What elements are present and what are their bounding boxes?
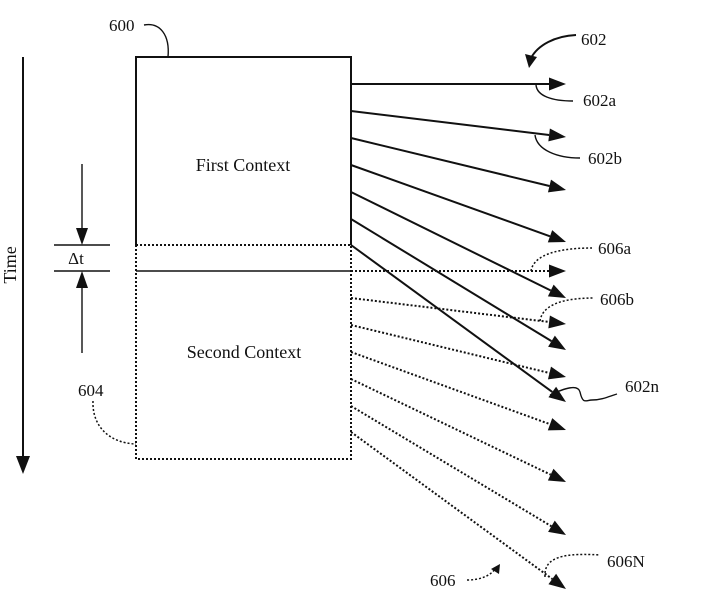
ref-606b-label: 606b [600, 290, 634, 309]
second-context-arrowhead-icon-4 [547, 418, 566, 431]
first-context-arrow-line-6 [350, 218, 553, 343]
ref-602-arrowhead-icon [525, 54, 537, 68]
first-context-arrowhead-icon-2 [548, 128, 566, 142]
time-axis: Time [0, 57, 30, 474]
first-context-arrowhead-icon-3 [547, 179, 566, 193]
ref-606b-leader [539, 297, 595, 322]
ref-602-label: 602 [581, 30, 607, 49]
ref-606b-callout: 606b [539, 290, 634, 322]
ref-602n-label: 602n [625, 377, 660, 396]
delta-t-up-arrowhead-icon [76, 271, 88, 288]
ref-604-leader [92, 400, 137, 445]
ref-606-leader [466, 568, 496, 581]
second-context-arrowhead-icon-1 [549, 264, 566, 278]
ref-606a-callout: 606a [530, 239, 632, 272]
first-context-arrow-line-4 [350, 164, 551, 238]
first-context-arrow-line-3 [350, 137, 550, 187]
first-context-arrow-line-7 [350, 244, 553, 393]
delta-t-marker: Δt [54, 164, 110, 353]
second-context-arrow-line-4 [350, 351, 551, 426]
ref-602a-leader [535, 84, 574, 102]
ref-606a-leader [530, 247, 593, 272]
ref-602b-label: 602b [588, 149, 622, 168]
ref-602a-callout: 602a [535, 84, 617, 110]
time-axis-label: Time [0, 246, 20, 283]
first-context-arrowhead-icon-6 [548, 335, 566, 350]
second-context-arrowhead-icon-5 [547, 468, 566, 482]
first-context-arrowhead-icon-5 [547, 284, 566, 298]
second-context-arrow-line-7 [350, 431, 553, 580]
second-context-box: Second Context 604 [78, 245, 352, 460]
second-context-arrowhead-icon-3 [547, 366, 566, 380]
second-context-arrowhead-icon-6 [548, 520, 566, 535]
ref-606-arrowhead-icon [491, 564, 500, 574]
ref-602-leader [530, 34, 577, 59]
ref-602b-callout: 602b [534, 134, 622, 168]
second-context-label: Second Context [187, 342, 302, 362]
first-context-arrow-line-5 [350, 191, 552, 292]
delta-t-label: Δt [68, 249, 84, 268]
second-context-arrow-line-3 [350, 324, 550, 374]
first-context-border [135, 56, 352, 245]
ref-606a-label: 606a [598, 239, 632, 258]
ref-606N-leader [544, 553, 601, 578]
second-context-arrow-line-2 [350, 297, 550, 323]
second-context-arrow-line-5 [350, 378, 552, 476]
ref-602-callout: 602 [525, 30, 607, 68]
second-context-arrows [350, 264, 566, 589]
delta-t-down-arrowhead-icon [76, 228, 88, 245]
first-context-label: First Context [196, 155, 291, 175]
ref-606-callout: 606 [430, 564, 500, 590]
ref-606N-callout: 606N [544, 552, 645, 578]
time-axis-arrowhead-icon [16, 456, 30, 474]
ref-600-leader [143, 23, 169, 58]
first-context-arrowhead-icon-1 [549, 77, 566, 91]
first-context-arrowhead-icon-7 [548, 386, 566, 402]
second-context-arrowhead-icon-7 [548, 573, 566, 589]
first-context-arrow-line-2 [350, 110, 550, 136]
second-context-arrowhead-icon-2 [548, 315, 566, 329]
second-context-arrow-line-6 [350, 405, 552, 528]
ref-606-label: 606 [430, 571, 456, 590]
first-context-arrows [350, 77, 566, 402]
ref-602a-label: 602a [583, 91, 617, 110]
ref-600-label: 600 [109, 16, 135, 35]
ref-602n-callout: 602n [549, 377, 660, 402]
ref-602b-leader [534, 134, 581, 159]
ref-604-label: 604 [78, 381, 104, 400]
ref-602n-leader [549, 386, 618, 402]
ref-606N-label: 606N [607, 552, 645, 571]
first-context-arrowhead-icon-4 [547, 230, 566, 243]
first-context-box: First Context 600 [109, 16, 352, 246]
